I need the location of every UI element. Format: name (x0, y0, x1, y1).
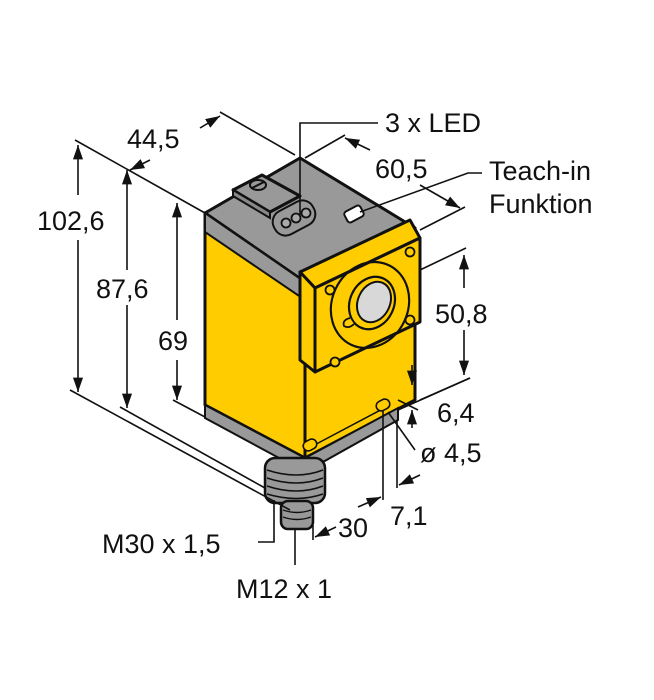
lens-head (298, 218, 422, 374)
dim-height-87-label: 87,6 (96, 274, 149, 304)
leds-label: 3 x LED (385, 108, 481, 138)
connector (263, 456, 327, 531)
dim-hole-spacing-label: 7,1 (390, 501, 428, 531)
dim-width-label: 44,5 (127, 124, 180, 154)
dim-base-offset-label: 30 (338, 513, 368, 543)
mount-slot-left (302, 438, 318, 452)
mount-slot-right (375, 398, 391, 412)
thread-m30-label: M30 x 1,5 (102, 529, 221, 559)
dim-hole-diameter-label: ø 4,5 (420, 438, 482, 468)
dimension-lines (69, 111, 482, 565)
teach-label-line1: Teach-in (489, 156, 591, 186)
thread-m12 (279, 499, 315, 531)
dim-hole-offset-label: 6,4 (437, 398, 475, 428)
lens (355, 280, 393, 324)
dimension-labels: 44,5 102,6 87,6 69 3 x LED 60,5 Teach-in… (37, 108, 593, 604)
dim-lens-height-label: 50,8 (435, 299, 488, 329)
teach-button (343, 204, 365, 224)
teach-label-line2: Funktion (489, 189, 593, 219)
dim-height-69-label: 69 (158, 326, 188, 356)
thread-m12-label: M12 x 1 (236, 574, 332, 604)
dim-total-height-label: 102,6 (37, 206, 105, 236)
dim-depth-label: 60,5 (375, 154, 428, 184)
